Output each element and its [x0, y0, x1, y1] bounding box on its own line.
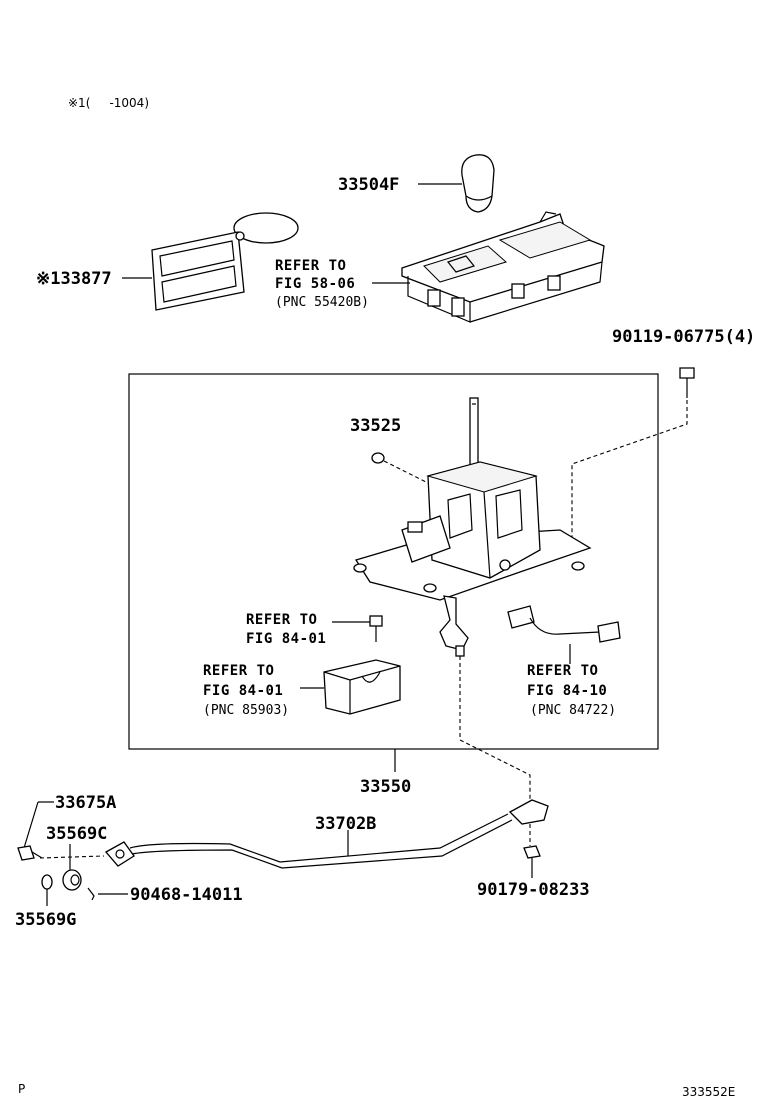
shift-lever-assembly-illustration [353, 397, 592, 657]
dash-retainer [383, 460, 431, 485]
label-rod: 33702B [315, 814, 376, 834]
assembly-frame [128, 373, 659, 750]
label-retainer: 33525 [350, 416, 401, 436]
label-indicator: ※133877 [36, 269, 112, 289]
ref-screw-line2: FIG 84-01 [246, 631, 326, 647]
label-clip: 90468-14011 [130, 885, 243, 905]
shift-knob-illustration [461, 154, 495, 213]
bushing-c-illustration [62, 869, 82, 891]
label-knob: 33504F [338, 175, 399, 195]
ref-screw-line1: REFER TO [246, 612, 317, 628]
control-rod-illustration [104, 799, 549, 869]
clip-illustration [87, 887, 95, 901]
bushing-g-illustration [41, 874, 53, 890]
ref-housing-line2: FIG 58-06 [275, 276, 355, 292]
indicator-plate-illustration [151, 212, 299, 311]
block-illustration [323, 659, 401, 715]
bolt-4-illustration [679, 367, 695, 398]
nut-illustration [523, 845, 541, 859]
dash-lever-to-rod [459, 656, 531, 800]
console-housing-illustration [401, 211, 605, 323]
ref-harness-line2: FIG 84-10 [527, 683, 607, 699]
label-nut: 90179-08233 [477, 880, 590, 900]
ref-harness-line1: REFER TO [527, 663, 598, 679]
footer-left: P [18, 1082, 25, 1096]
footer-code: 333552E [682, 1085, 735, 1099]
label-bolt-4: 90119-06775(4) [612, 327, 755, 347]
ref-block-pnc: (PNC 85903) [203, 703, 289, 718]
dash-bolt-4 [571, 400, 688, 540]
label-bolt-a: 33675A [55, 793, 116, 813]
ref-housing-line1: REFER TO [275, 258, 346, 274]
retainer-illustration [371, 452, 385, 464]
bolt-a-illustration [17, 845, 43, 861]
leader-bolt-a-v [23, 801, 39, 849]
label-assembly: 33550 [360, 777, 411, 797]
dash-bolt-a [39, 855, 105, 859]
ref-block-line2: FIG 84-01 [203, 683, 283, 699]
screw-illustration [369, 615, 383, 642]
ref-block-line1: REFER TO [203, 663, 274, 679]
label-bushing-c: 35569C [46, 824, 107, 844]
label-bushing-g: 35569G [15, 910, 76, 930]
ref-harness-pnc: (PNC 84722) [530, 703, 616, 718]
header-note: ※1( -1004) [68, 96, 149, 110]
ref-housing-pnc: (PNC 55420B) [275, 295, 369, 310]
harness-illustration [507, 605, 621, 643]
